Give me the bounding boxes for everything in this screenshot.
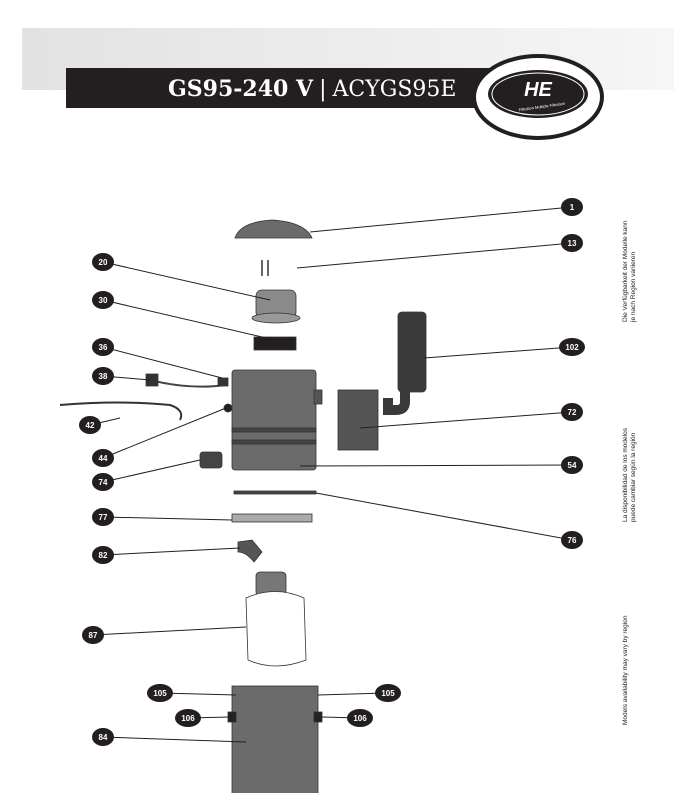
callout-76: 76: [561, 531, 583, 549]
callout-number: 1: [570, 203, 575, 212]
leader-line: [92, 626, 247, 636]
callout-number: 13: [568, 239, 577, 248]
part-canister: [231, 685, 319, 793]
callout-number: 38: [99, 372, 108, 381]
part-filter: [231, 513, 313, 523]
leader-line: [102, 261, 271, 301]
leader-line: [315, 492, 573, 541]
leader-line: [359, 411, 573, 429]
leader-line: [102, 299, 276, 341]
leader-line: [102, 407, 227, 459]
callout-36: 36: [92, 338, 114, 356]
callout-number: 74: [99, 478, 108, 487]
callout-105: 105: [375, 684, 401, 702]
callout-number: 54: [568, 461, 577, 470]
leader-line: [102, 547, 241, 556]
callout-74: 74: [92, 473, 114, 491]
part-body: [231, 369, 317, 471]
leader-line: [309, 206, 573, 233]
part-wiring: [149, 379, 226, 388]
callout-number: 76: [568, 536, 577, 545]
part-bag: [245, 591, 307, 667]
callout-38: 38: [92, 367, 114, 385]
leader-line: [102, 516, 233, 521]
callout-number: 87: [89, 631, 98, 640]
leader-line: [299, 464, 573, 467]
logo-mark: HE: [524, 79, 552, 101]
model-code: ACYGS95E: [332, 77, 457, 102]
callout-82: 82: [92, 546, 114, 564]
part-cord: [59, 401, 183, 421]
part-switch: [223, 403, 233, 413]
brand-logo: HE Filtration Multiple Filtration: [472, 54, 604, 140]
part-lid: [234, 219, 313, 239]
callout-44: 44: [92, 449, 114, 467]
callout-number: 72: [568, 408, 577, 417]
callout-106: 106: [175, 709, 201, 727]
callout-number: 77: [99, 513, 108, 522]
callout-number: 36: [99, 343, 108, 352]
leader-line: [102, 346, 223, 379]
callout-number: 44: [99, 454, 108, 463]
leader-line: [423, 346, 573, 359]
callout-number: 30: [99, 296, 108, 305]
part-inlet: [199, 451, 223, 469]
leader-line: [102, 736, 247, 743]
leader-line: [102, 459, 201, 483]
callout-102: 102: [559, 338, 585, 356]
callout-number: 82: [99, 551, 108, 560]
callout-number: 20: [99, 258, 108, 267]
callout-72: 72: [561, 403, 583, 421]
model-name: GS95-240 V: [168, 76, 314, 102]
svg-text:Filtration Multiple Filtration: Filtration Multiple Filtration: [518, 101, 565, 112]
callout-1: 1: [561, 198, 583, 216]
leader-line: [296, 242, 573, 269]
callout-number: 105: [153, 689, 167, 698]
part-elbow: [237, 539, 263, 563]
callout-number: 42: [86, 421, 95, 430]
callout-20: 20: [92, 253, 114, 271]
part-gasket: [233, 490, 317, 495]
callout-87: 87: [82, 626, 104, 644]
callout-number: 106: [181, 714, 195, 723]
callout-number: 105: [381, 689, 395, 698]
part-muffler: [397, 311, 427, 393]
page-title: GS95-240 V|ACYGS95E: [168, 76, 456, 102]
part-motor-gasket: [253, 336, 297, 351]
callout-105: 105: [147, 684, 173, 702]
part-bracket: [337, 389, 379, 451]
callout-54: 54: [561, 456, 583, 474]
callout-13: 13: [561, 234, 583, 252]
callout-30: 30: [92, 291, 114, 309]
callout-106: 106: [347, 709, 373, 727]
callout-number: 102: [565, 343, 579, 352]
callout-42: 42: [79, 416, 101, 434]
title-separator: |: [319, 77, 327, 102]
callout-number: 84: [99, 733, 108, 742]
callout-84: 84: [92, 728, 114, 746]
callout-number: 106: [353, 714, 367, 723]
callout-77: 77: [92, 508, 114, 526]
